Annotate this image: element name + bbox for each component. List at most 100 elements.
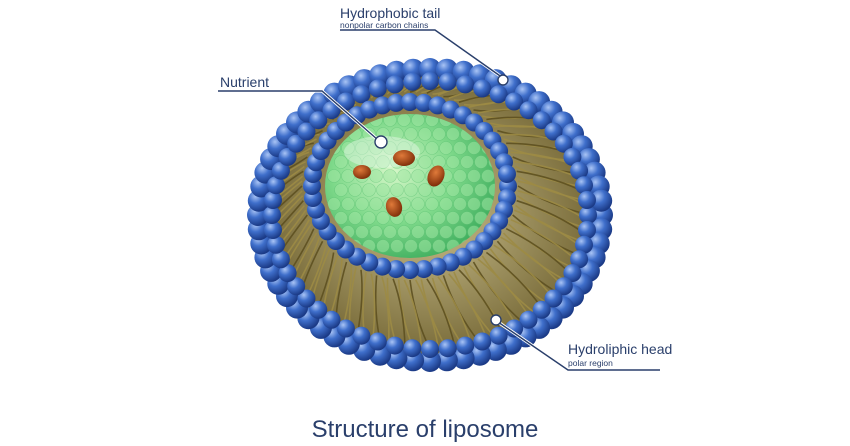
head-sphere bbox=[403, 72, 422, 91]
core-sphere bbox=[474, 155, 488, 169]
head-sphere bbox=[489, 85, 508, 104]
head-sphere bbox=[532, 300, 551, 319]
nutrient-particle bbox=[385, 197, 403, 217]
core-sphere bbox=[460, 155, 474, 169]
nutrient-particle bbox=[353, 165, 371, 179]
core-sphere bbox=[341, 197, 355, 211]
tail-strand bbox=[403, 279, 423, 349]
head-sphere bbox=[263, 206, 281, 224]
inner-head-layer bbox=[303, 93, 517, 279]
core-sphere bbox=[355, 141, 369, 155]
head-sphere bbox=[578, 221, 596, 239]
core-sphere bbox=[418, 239, 432, 253]
core-sphere bbox=[404, 211, 418, 225]
head-sphere bbox=[505, 319, 524, 338]
core-sphere bbox=[369, 225, 383, 239]
head-sphere bbox=[456, 75, 475, 94]
core-sphere bbox=[327, 169, 341, 183]
core-sphere bbox=[383, 225, 397, 239]
head-sphere bbox=[297, 289, 316, 308]
core-sphere bbox=[446, 127, 460, 141]
core-sphere bbox=[397, 114, 411, 127]
core-sphere bbox=[474, 183, 488, 197]
leader-hydroliphic bbox=[490, 314, 660, 372]
head-sphere bbox=[278, 264, 297, 283]
core-sphere bbox=[453, 197, 467, 211]
tail-strand bbox=[381, 276, 390, 345]
head-sphere bbox=[473, 79, 492, 98]
head-sphere bbox=[421, 340, 439, 358]
core-sphere bbox=[390, 239, 404, 253]
head-sphere bbox=[554, 134, 573, 153]
head-sphere bbox=[456, 336, 475, 355]
head-sphere bbox=[385, 336, 404, 355]
head-sphere bbox=[438, 72, 457, 91]
core-sphere bbox=[383, 169, 397, 183]
core-sphere bbox=[411, 197, 425, 211]
core-sphere bbox=[432, 211, 446, 225]
core-sphere bbox=[460, 183, 474, 197]
tail-strand bbox=[415, 279, 440, 349]
core-sphere bbox=[390, 127, 404, 141]
head-sphere bbox=[368, 79, 387, 98]
core-sphere bbox=[376, 239, 390, 253]
core-sphere bbox=[348, 183, 362, 197]
head-sphere bbox=[575, 235, 593, 254]
head-sphere bbox=[352, 85, 371, 104]
head-sphere bbox=[264, 191, 282, 209]
core-sphere bbox=[376, 211, 390, 225]
head-sphere bbox=[309, 300, 328, 319]
head-sphere bbox=[544, 122, 563, 141]
tail-strand bbox=[437, 276, 473, 345]
head-sphere bbox=[428, 257, 447, 276]
core-sphere bbox=[425, 225, 439, 239]
core-sphere bbox=[439, 225, 453, 239]
head-sphere bbox=[590, 189, 613, 212]
head-sphere bbox=[385, 75, 404, 94]
head-sphere bbox=[579, 206, 597, 224]
outer-head-layer bbox=[247, 58, 613, 372]
core-sphere bbox=[355, 197, 369, 211]
core-sphere bbox=[467, 141, 481, 155]
head-sphere bbox=[578, 191, 596, 209]
head-sphere bbox=[287, 134, 306, 153]
head-sphere bbox=[336, 319, 355, 338]
leader-hydrophobic bbox=[340, 28, 509, 86]
head-sphere bbox=[544, 289, 563, 308]
core-sphere bbox=[390, 183, 404, 197]
head-sphere bbox=[287, 277, 306, 296]
head-sphere bbox=[309, 111, 328, 130]
tail-strand bbox=[392, 278, 406, 348]
core-sphere bbox=[425, 197, 439, 211]
head-sphere bbox=[387, 260, 406, 279]
core-sphere bbox=[397, 225, 411, 239]
core-sphere bbox=[418, 127, 432, 141]
tail-strand bbox=[426, 278, 456, 348]
core-sphere bbox=[432, 127, 446, 141]
core-sphere bbox=[341, 169, 355, 183]
head-sphere bbox=[532, 111, 551, 130]
core-sphere bbox=[453, 141, 467, 155]
core-sphere bbox=[404, 127, 418, 141]
head-sphere bbox=[271, 161, 290, 180]
head-sphere bbox=[570, 161, 589, 180]
core-sphere bbox=[411, 225, 425, 239]
nutrient-particle bbox=[427, 165, 445, 187]
core-sphere bbox=[418, 211, 432, 225]
head-sphere bbox=[421, 72, 439, 90]
core-sphere bbox=[348, 211, 362, 225]
core-sphere bbox=[460, 211, 474, 225]
head-sphere bbox=[519, 101, 538, 120]
core-sphere bbox=[411, 114, 425, 127]
core-sphere bbox=[376, 155, 390, 169]
head-sphere bbox=[297, 122, 316, 141]
head-sphere bbox=[264, 221, 282, 239]
hydrophobic-tail-label: Hydrophobic tail bbox=[340, 5, 440, 21]
head-sphere bbox=[401, 93, 419, 111]
core-sphere bbox=[376, 183, 390, 197]
core-sphere bbox=[334, 211, 348, 225]
core-sphere bbox=[418, 155, 432, 169]
head-sphere bbox=[322, 101, 341, 120]
